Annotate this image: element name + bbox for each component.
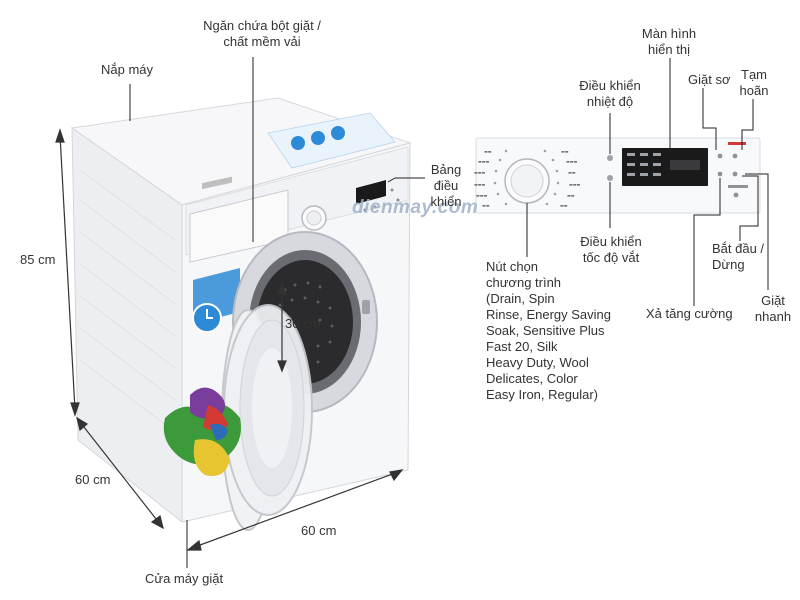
- label-spin-control: Điều khiển tốc độ vắt: [580, 234, 642, 265]
- washing-machine: [70, 97, 412, 531]
- temp-button-detail: [607, 155, 613, 161]
- label-pause: Tạm hoãn: [739, 67, 769, 98]
- svg-text:▬▬▬: ▬▬▬: [474, 182, 486, 187]
- svg-text:▬▬▬: ▬▬▬: [476, 193, 488, 198]
- dim-width: 60 cm: [301, 523, 337, 538]
- laundry-clothes: [163, 387, 241, 476]
- machine-display: [356, 180, 386, 204]
- label-quick-wash: Giặt nhanh: [754, 293, 792, 324]
- label-door: Cửa máy giặt: [145, 571, 224, 586]
- label-temp-control: Điều khiển nhiệt độ: [579, 78, 641, 109]
- control-panel-detail: ▬▬▬▬▬▬▬▬ ▬▬▬▬▬▬▬▬ ▬▬▬▬▬▬▬ ▬▬▬▬▬▬▬: [474, 137, 761, 214]
- watermark: dienmay.com: [352, 197, 479, 218]
- panel-leader-lines: [526, 58, 769, 306]
- svg-text:▬▬: ▬▬: [560, 203, 568, 208]
- label-display: Màn hình hiển thị: [641, 26, 697, 57]
- label-lid: Nắp máy: [101, 62, 154, 77]
- svg-text:▬▬▬: ▬▬▬: [474, 170, 486, 175]
- dim-drum: 30 cm: [285, 316, 321, 331]
- svg-text:▬▬: ▬▬: [567, 193, 575, 198]
- dim-depth: 60 cm: [75, 472, 111, 487]
- label-extra-rinse: Xả tăng cường: [646, 306, 733, 321]
- open-door: [221, 304, 313, 531]
- label-start-stop: Bắt đầu / Dừng: [712, 241, 765, 272]
- svg-text:▬▬: ▬▬: [484, 149, 492, 154]
- svg-text:▬▬: ▬▬: [482, 203, 490, 208]
- dimension-lines: [55, 128, 404, 551]
- svg-text:▬▬▬: ▬▬▬: [478, 159, 490, 164]
- svg-text:▬▬▬: ▬▬▬: [566, 159, 578, 164]
- label-prewash: Giặt sơ: [688, 72, 731, 87]
- machine-leader-lines: [129, 57, 425, 568]
- svg-text:▬▬▬: ▬▬▬: [569, 182, 581, 187]
- svg-text:▬▬: ▬▬: [561, 149, 569, 154]
- label-control-panel: Bảng điều khiển: [430, 162, 462, 209]
- spin-button-detail: [607, 175, 613, 181]
- label-detergent-drawer: Ngăn chứa bột giặt / chất mềm vải: [203, 18, 321, 49]
- label-program-selector: Nút chọn chương trình (Drain, Spin Rinse…: [486, 259, 612, 402]
- svg-text:▬▬: ▬▬: [568, 170, 576, 175]
- display-screen-detail: [622, 148, 708, 186]
- dim-height: 85 cm: [20, 252, 56, 267]
